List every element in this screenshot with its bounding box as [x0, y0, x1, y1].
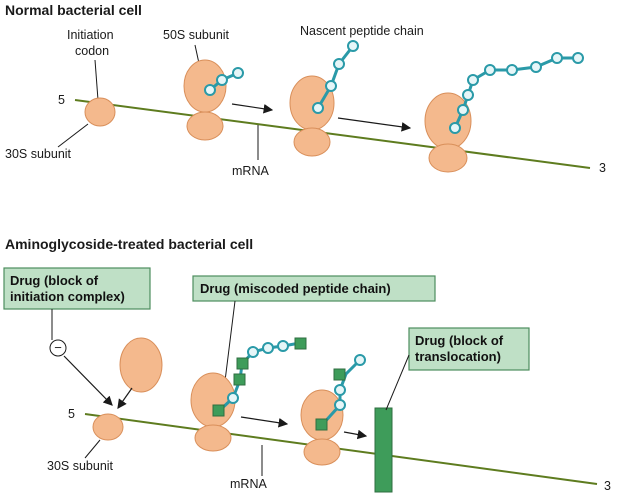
treated-heading: Aminoglycoside-treated bacterial cell: [5, 236, 253, 252]
translocation-block-bar: [374, 407, 393, 493]
treated-5-prime-label: 5: [68, 407, 75, 421]
normal-30s-subunit-label: 30S subunit: [5, 147, 72, 161]
normal-mrna-strand: [74, 99, 591, 169]
ribosome2-30s: [293, 127, 331, 157]
50s-approach-arrow: [117, 387, 133, 409]
treated-3-prime-label: 3: [604, 479, 611, 493]
normal-30s-subunit: [84, 97, 116, 127]
treated-ribosome2-50s: [300, 389, 344, 441]
normal-3-prime-label: 3: [599, 161, 606, 175]
ribosome2-peptide-chain: [312, 40, 359, 114]
inhibition-symbol-minus: −: [54, 340, 62, 355]
nascent-chain-label: Nascent peptide chain: [300, 24, 424, 38]
blocked-arrow: [343, 429, 368, 440]
drug-translocation-box: [408, 327, 530, 371]
normal-heading: Normal bacterial cell: [5, 2, 142, 18]
treated-free-50s: [119, 337, 163, 393]
drug-miscoded-box: [192, 275, 436, 302]
drug-initiation-label-line2: initiation complex): [10, 289, 125, 304]
normal-mrna-label: mRNA: [232, 164, 269, 178]
ribosome3-30s: [428, 143, 468, 173]
normal-5-prime-label: 5: [58, 93, 65, 107]
initiation-codon-label-line1: Initiation: [67, 28, 114, 42]
treated-30s-leader: [84, 439, 101, 459]
drug-initiation-box: [3, 267, 151, 310]
treated-ribosome2-30s: [303, 438, 341, 466]
drug-initiation-label-line1: Drug (block of: [10, 273, 99, 288]
treated-mrna-label: mRNA: [230, 477, 267, 491]
treated-arrow-1: [240, 416, 289, 428]
normal-arrow-2: [337, 117, 412, 132]
treated-ribosome1-30s: [194, 424, 232, 452]
drug-miscoded-label: Drug (miscoded peptide chain): [200, 281, 391, 296]
treated-mrna-strand: [84, 413, 598, 485]
inhibition-arrow: [63, 355, 113, 406]
ribosome1-50s: [183, 59, 227, 113]
treated-30s-subunit-label: 30S subunit: [47, 459, 114, 473]
ribosome1-30s: [186, 111, 224, 141]
normal-arrow-1: [231, 103, 274, 114]
50s-subunit-label: 50S subunit: [163, 28, 230, 42]
initiation-codon-leader: [94, 59, 99, 101]
inhibition-symbol: [49, 339, 67, 357]
treated-30s-subunit: [92, 413, 124, 441]
treated-ribosome2-miscoded-chain: [315, 354, 366, 431]
ribosome3-50s: [424, 92, 472, 150]
drug-translocation-label-line2: translocation): [415, 349, 501, 364]
normal-30s-leader: [57, 123, 89, 148]
treated-ribosome1-miscoded-chain: [212, 337, 307, 417]
drug-translocation-leader: [385, 354, 410, 411]
ribosome3-peptide-chain: [449, 52, 584, 134]
initiation-codon-label-line2: codon: [75, 44, 109, 58]
drug-translocation-label-line1: Drug (block of: [415, 333, 504, 348]
ribosome1-peptide-chain: [204, 67, 244, 96]
